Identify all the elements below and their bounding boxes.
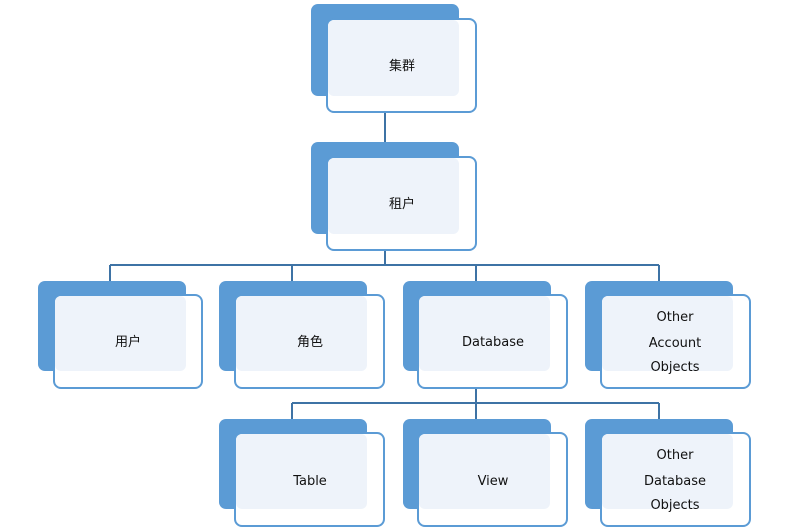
node-other-account-objects: Other Account Objects bbox=[585, 281, 751, 389]
node-table-label: Table bbox=[292, 474, 327, 489]
node-other-database-line-1: Other bbox=[657, 448, 695, 463]
node-table: Table bbox=[219, 419, 385, 527]
node-tenant-label: 租户 bbox=[389, 196, 415, 212]
node-other-database-line-2: Database bbox=[644, 474, 706, 489]
node-cluster-label: 集群 bbox=[389, 58, 415, 74]
node-database-label: Database bbox=[462, 335, 524, 350]
node-view: View bbox=[403, 419, 568, 527]
node-other-database-line-3: Objects bbox=[650, 498, 699, 513]
node-view-label: View bbox=[478, 474, 509, 489]
node-users-label: 用户 bbox=[115, 334, 141, 350]
connectors bbox=[109, 111, 660, 419]
node-users: 用户 bbox=[38, 281, 203, 389]
node-roles: 角色 bbox=[219, 281, 385, 389]
node-other-account-line-1: Other bbox=[657, 310, 695, 325]
node-cluster: 集群 bbox=[311, 4, 477, 113]
node-other-account-line-2: Account bbox=[649, 336, 702, 351]
node-roles-label: 角色 bbox=[297, 334, 323, 350]
node-other-account-line-3: Objects bbox=[650, 360, 699, 375]
node-tenant: 租户 bbox=[311, 142, 477, 251]
node-database: Database bbox=[403, 281, 568, 389]
node-other-database-objects: Other Database Objects bbox=[585, 419, 751, 527]
